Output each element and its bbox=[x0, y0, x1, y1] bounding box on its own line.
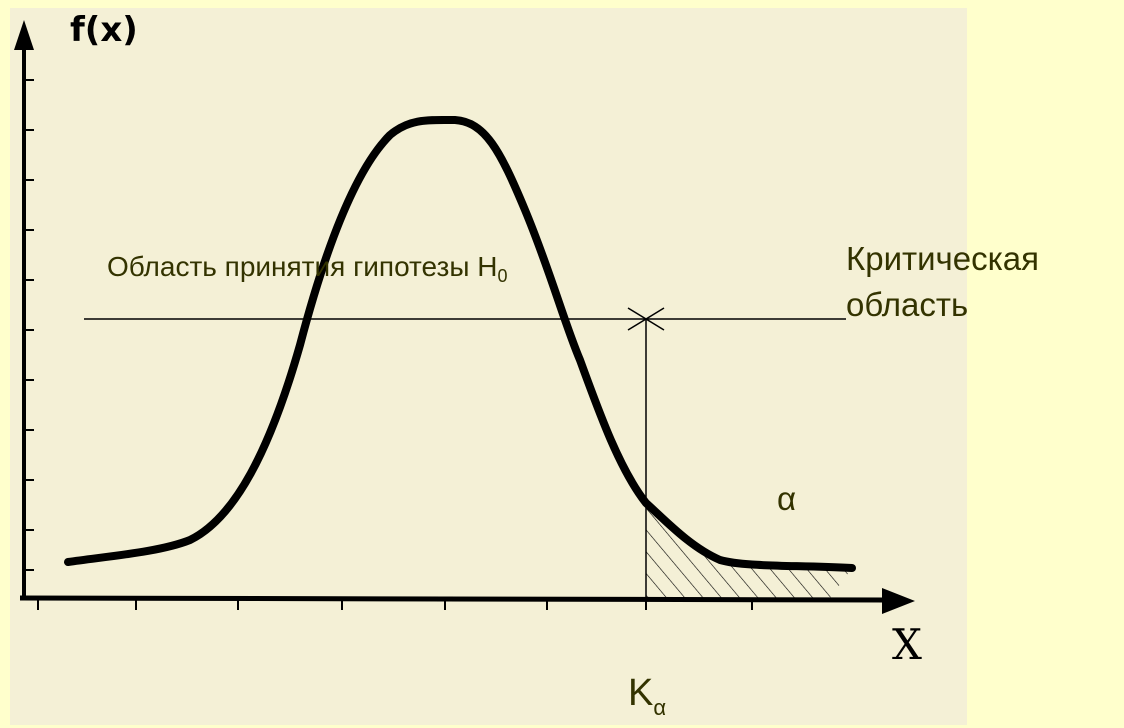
critical-region-label: Критическая область bbox=[846, 236, 1039, 328]
critical-point-label: Kα bbox=[628, 672, 666, 720]
critical-point-text: K bbox=[628, 672, 654, 714]
boundary-cross-mark bbox=[627, 307, 665, 331]
x-axis-line bbox=[19, 595, 889, 603]
y-axis-ticks bbox=[24, 79, 34, 571]
density-curve bbox=[64, 115, 856, 572]
critical-region-line2: область bbox=[846, 286, 969, 323]
critical-area-hatch bbox=[646, 503, 852, 598]
y-axis-label: f(x) bbox=[70, 10, 138, 50]
acceptance-region-text: Область принятия гипотезы H bbox=[107, 251, 498, 282]
alpha-label: α bbox=[777, 480, 797, 517]
y-axis-arrow bbox=[14, 20, 34, 50]
x-axis-label: X bbox=[892, 620, 922, 669]
critical-point-subscript: α bbox=[653, 695, 667, 720]
acceptance-region-subscript: 0 bbox=[497, 266, 508, 286]
x-axis-ticks bbox=[37, 598, 753, 610]
x-axis-arrow bbox=[882, 588, 915, 614]
figure-panel bbox=[10, 8, 967, 725]
critical-region-line1: Критическая bbox=[846, 240, 1039, 277]
acceptance-region-label: Область принятия гипотезы H0 bbox=[107, 251, 508, 286]
